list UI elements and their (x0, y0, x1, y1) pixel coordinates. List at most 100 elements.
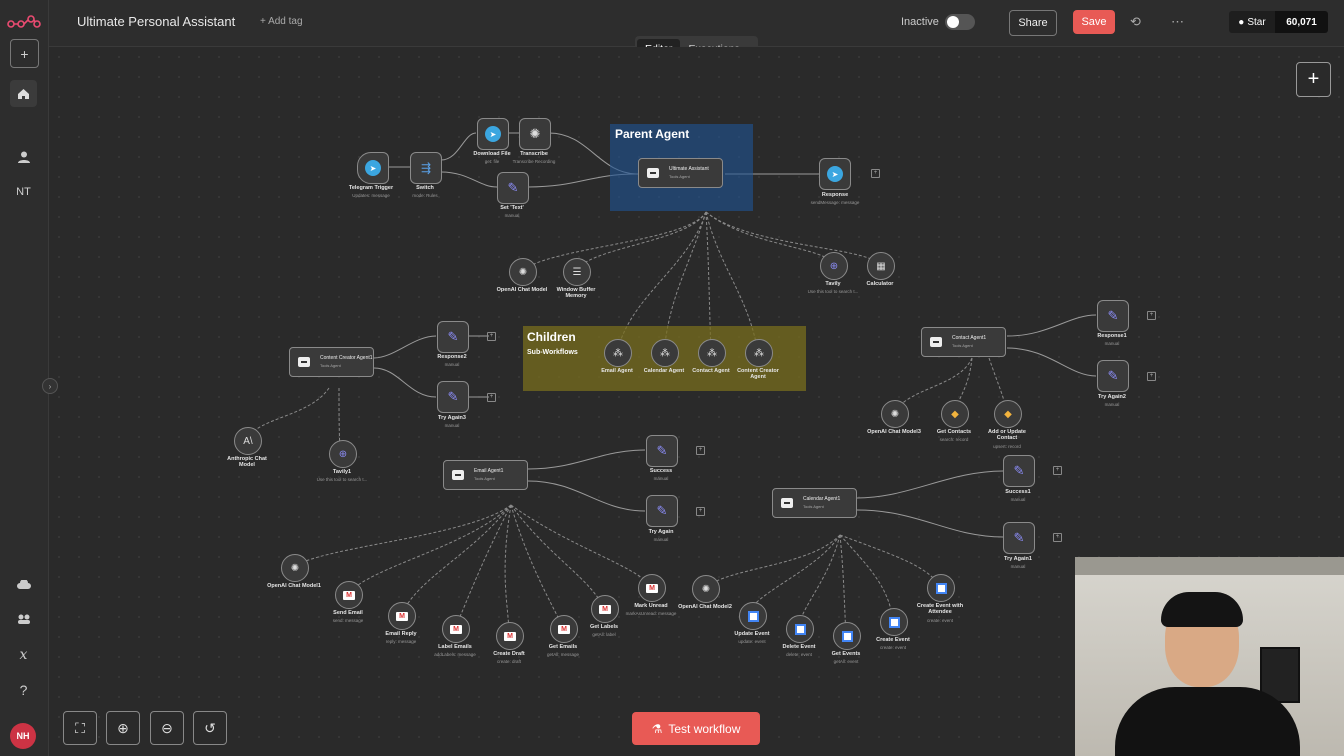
response1-node[interactable]: ✎ (1097, 300, 1129, 332)
tavily-node[interactable]: ⊕ (820, 252, 848, 280)
save-button[interactable]: Save (1073, 10, 1115, 34)
add-connection-icon[interactable]: + (1053, 533, 1062, 542)
response2-node[interactable]: ✎ (437, 321, 469, 353)
add-connection-icon[interactable]: + (871, 169, 880, 178)
node-sub: delete: event (786, 652, 812, 657)
node-label: Try Again1 (1004, 556, 1032, 562)
download-file-node[interactable]: ➤ (477, 118, 509, 150)
success-node[interactable]: ✎ (646, 435, 678, 467)
tavily1-node[interactable]: ⊕ (329, 440, 357, 468)
active-status-label: Inactive (901, 16, 939, 28)
try-again3-node[interactable]: ✎ (437, 381, 469, 413)
add-connection-icon[interactable]: + (487, 393, 496, 402)
cloud-icon[interactable] (10, 571, 37, 598)
email-reply-node[interactable]: M (388, 602, 416, 630)
node-label: Get Events (831, 651, 861, 657)
fit-view-icon[interactable]: ⛶ (63, 711, 97, 745)
create-event-node[interactable] (880, 608, 908, 636)
n8n-logo-icon[interactable] (6, 8, 42, 35)
node-label: Add or Update Contact (988, 429, 1026, 441)
node-label: Switch (416, 185, 434, 191)
workflow-title[interactable]: Ultimate Personal Assistant (77, 14, 236, 29)
openai-chat-model-node[interactable]: ✺ (509, 258, 537, 286)
node-sub: create: event (879, 645, 907, 650)
add-connection-icon[interactable]: + (1147, 372, 1156, 381)
more-options-icon[interactable]: ⋯ (1171, 14, 1184, 29)
label-emails-node[interactable]: M (442, 615, 470, 643)
calculator-node[interactable]: ▦ (867, 252, 895, 280)
content-creator-agent-node[interactable]: ⁂ (745, 339, 773, 367)
delete-event-node[interactable] (786, 615, 814, 643)
help-icon[interactable]: ? (19, 681, 28, 698)
node-sub: manual (1104, 402, 1120, 407)
node-label: Get Emails (548, 644, 578, 650)
try-again1-node[interactable]: ✎ (1003, 522, 1035, 554)
globe-icon: ⊕ (829, 260, 839, 272)
add-workflow-button[interactable]: + (10, 39, 39, 68)
anthropic-chat-model-node[interactable]: A\ (234, 427, 262, 455)
telegram-icon: ➤ (827, 166, 843, 182)
test-workflow-button[interactable]: ⚗Test workflow (632, 712, 760, 745)
node-label: Email Agent1 (474, 468, 504, 474)
transcribe-node[interactable]: ✺ (519, 118, 551, 150)
calendar-agent-node[interactable]: ⁂ (651, 339, 679, 367)
openai-chat-model1-node[interactable]: ✺ (281, 554, 309, 582)
add-update-contact-node[interactable]: ◆ (994, 400, 1022, 428)
openai-chat-model2-node[interactable]: ✺ (692, 575, 720, 603)
switch-node[interactable]: ⇶ (410, 152, 442, 184)
node-label: Response (821, 192, 849, 198)
community-icon[interactable] (10, 605, 37, 632)
node-label: Send Email (333, 610, 363, 616)
node-label: Tavily (825, 281, 841, 287)
node-sub: Tools Agent (474, 476, 495, 481)
github-star-button[interactable]: ●Star 60,071 (1229, 11, 1328, 33)
project-nt[interactable]: NT (16, 185, 31, 198)
node-sub: manual (1104, 341, 1120, 346)
create-draft-node[interactable]: M (496, 622, 524, 650)
send-email-node[interactable]: M (335, 581, 363, 609)
success1-node[interactable]: ✎ (1003, 455, 1035, 487)
expand-sidebar-icon[interactable]: › (42, 378, 58, 394)
node-label: Download File (473, 151, 511, 157)
update-event-node[interactable] (739, 602, 767, 630)
home-icon[interactable] (10, 80, 37, 107)
add-node-button[interactable]: + (1296, 62, 1331, 97)
add-tag-link[interactable]: + Add tag (260, 16, 303, 27)
add-connection-icon[interactable]: + (1053, 466, 1062, 475)
telegram-trigger-node[interactable]: ➤ (357, 152, 389, 184)
history-icon[interactable]: ⟲ (1130, 14, 1141, 29)
email-agent-node[interactable]: ⁂ (604, 339, 632, 367)
get-contacts-node[interactable]: ◆ (941, 400, 969, 428)
contact-agent-node[interactable]: ⁂ (698, 339, 726, 367)
share-button[interactable]: Share (1009, 10, 1057, 36)
get-emails-node[interactable]: M (550, 615, 578, 643)
zoom-out-icon[interactable]: ⊖ (150, 711, 184, 745)
node-sub: manual (1010, 564, 1026, 569)
variables-icon[interactable]: 𝑥 (19, 646, 28, 663)
create-event-attendee-node[interactable] (927, 574, 955, 602)
try-again2-node[interactable]: ✎ (1097, 360, 1129, 392)
add-connection-icon[interactable]: + (1147, 311, 1156, 320)
zoom-in-icon[interactable]: ⊕ (106, 711, 140, 745)
add-connection-icon[interactable]: + (696, 446, 705, 455)
try-again-node[interactable]: ✎ (646, 495, 678, 527)
window-buffer-memory-node[interactable]: ☰ (563, 258, 591, 286)
node-sub: get: file (484, 159, 500, 164)
response-node[interactable]: ➤ (819, 158, 851, 190)
openai-chat-model3-node[interactable]: ✺ (881, 400, 909, 428)
user-icon[interactable] (10, 143, 37, 170)
user-avatar[interactable]: NH (10, 723, 36, 749)
active-toggle[interactable] (945, 14, 975, 30)
get-events-node[interactable] (833, 622, 861, 650)
mark-unread-node[interactable]: M (638, 574, 666, 602)
add-connection-icon[interactable]: + (487, 332, 496, 341)
reset-zoom-icon[interactable]: ↺ (193, 711, 227, 745)
add-connection-icon[interactable]: + (696, 507, 705, 516)
set-text-node[interactable]: ✎ (497, 172, 529, 204)
get-labels-node[interactable]: M (591, 595, 619, 623)
